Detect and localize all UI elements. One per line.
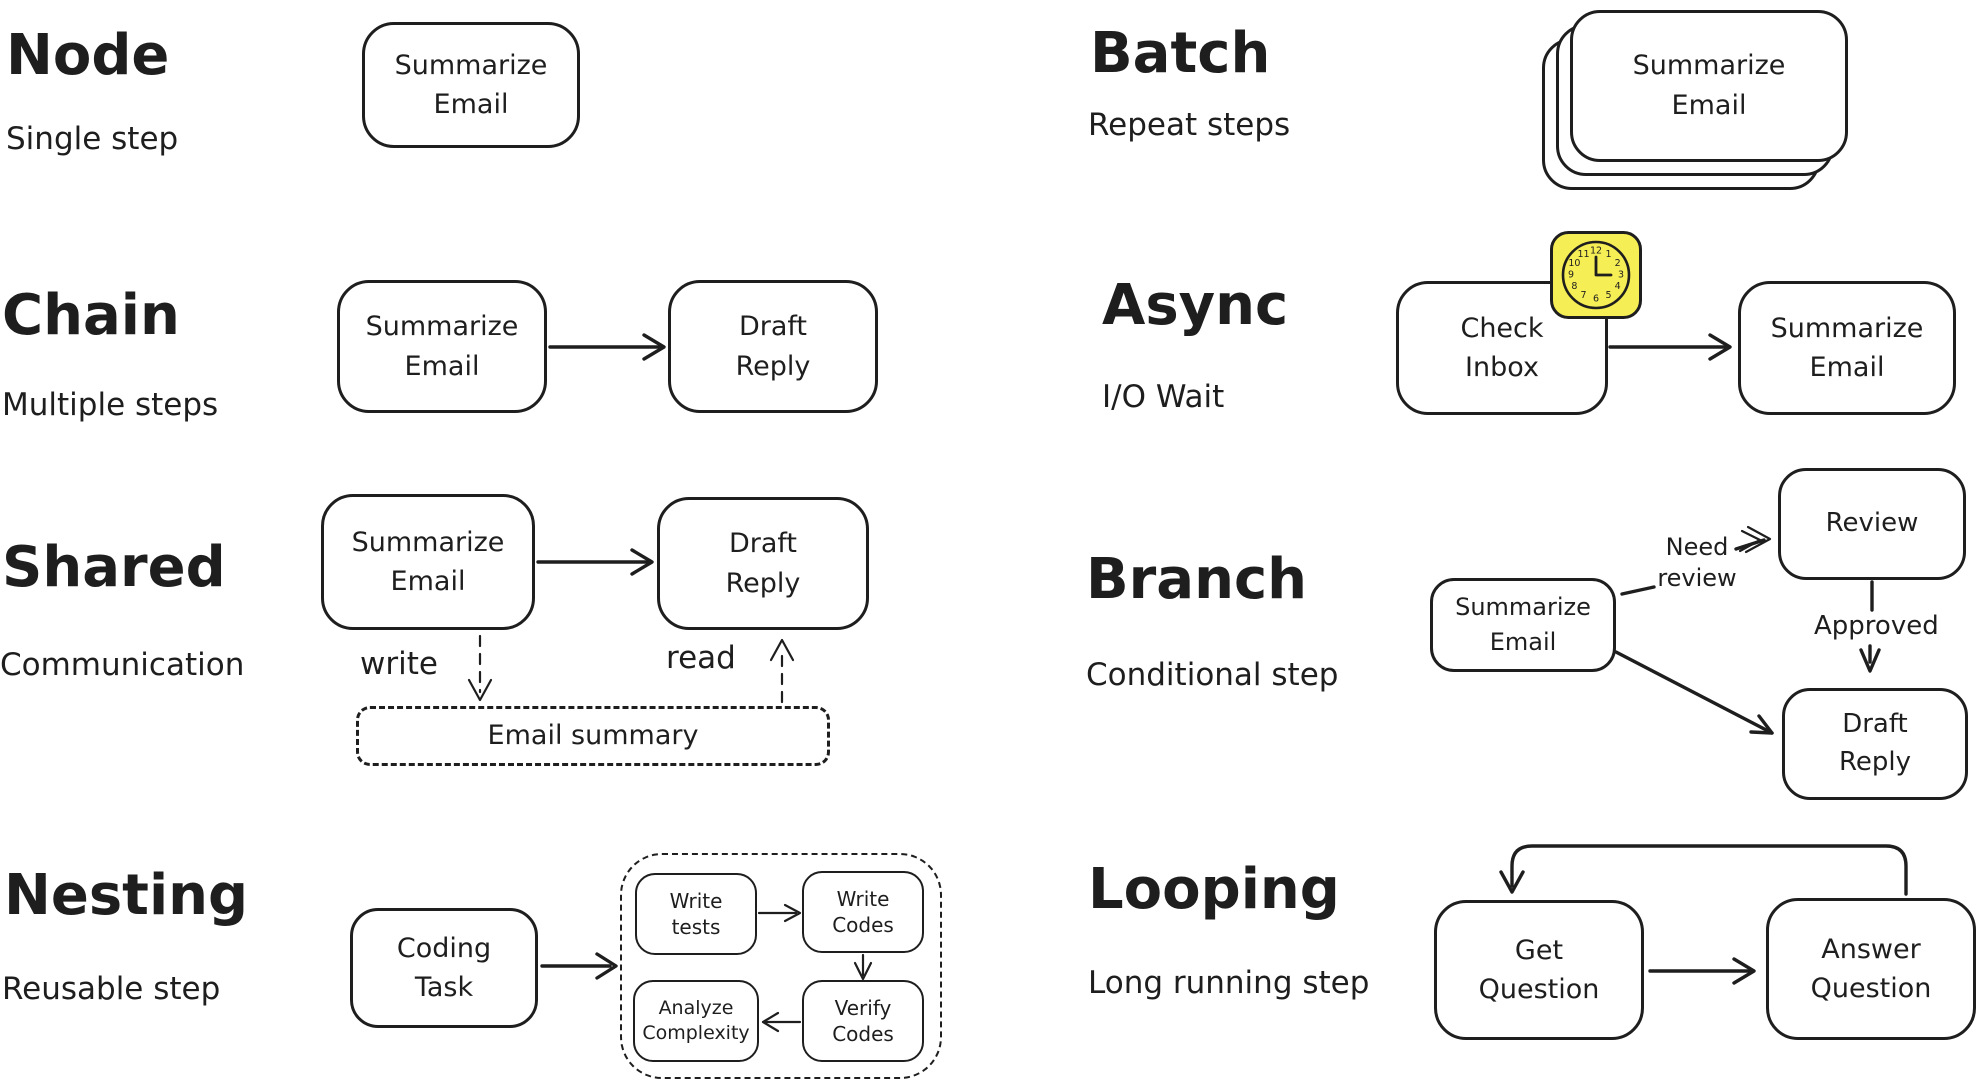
clock-number-2: 2 [1615, 258, 1621, 269]
branch-approved-arrowhead [1859, 644, 1881, 673]
clock-number-7: 7 [1580, 290, 1586, 301]
branch-need-review-label: Need review [1657, 533, 1737, 593]
clock-number-10: 10 [1568, 258, 1580, 269]
clock-number-11: 11 [1577, 249, 1589, 260]
async-box-summarize-email: Summarize Email [1738, 281, 1956, 415]
nesting-arrowhead [595, 952, 618, 980]
section-title-shared: Shared [2, 535, 226, 600]
shared-box-summarize-email: Summarize Email [321, 494, 535, 630]
looping-box-get-question: Get Question [1434, 900, 1644, 1040]
section-title-chain: Chain [2, 283, 180, 348]
nesting-box-verify-codes: Verify Codes [802, 980, 924, 1062]
branch-need-review-tail [1620, 585, 1656, 596]
shared-write-arrowhead [467, 678, 493, 702]
branch-direct-arrowhead [1749, 714, 1774, 735]
section-title-batch: Batch [1090, 21, 1271, 86]
clock-number-1: 1 [1605, 249, 1611, 260]
branch-box-draft-reply: Draft Reply [1782, 688, 1968, 800]
section-subtitle-looping: Long running step [1088, 965, 1370, 1001]
nesting-box-write-codes: Write Codes [802, 871, 924, 953]
section-subtitle-batch: Repeat steps [1088, 107, 1291, 143]
nesting-box-write-tests: Write tests [635, 873, 757, 955]
section-subtitle-shared: Communication [0, 647, 245, 683]
clock-number-5: 5 [1605, 290, 1611, 301]
clock-sticker-icon: 12 1 2 3 4 5 6 7 8 9 10 11 [1550, 231, 1642, 319]
section-title-looping: Looping [1088, 857, 1340, 922]
async-arrowhead [1708, 333, 1732, 361]
branch-box-summarize-email: Summarize Email [1430, 578, 1616, 672]
clock-number-9: 9 [1568, 270, 1574, 281]
clock-number-8: 8 [1571, 281, 1577, 292]
nesting-dashed-container [620, 853, 942, 1079]
looping-box-answer-question: Answer Question [1766, 898, 1976, 1040]
section-subtitle-node: Single step [6, 121, 179, 157]
chain-arrowhead [642, 333, 666, 361]
looping-arrowhead [1732, 957, 1756, 985]
shared-write-label: write [360, 646, 438, 682]
batch-card-front-summarize-email: Summarize Email [1570, 10, 1848, 162]
section-subtitle-branch: Conditional step [1086, 657, 1339, 693]
nesting-box-analyze-complexity: Analyze Complexity [633, 980, 759, 1062]
clock-number-6: 6 [1593, 294, 1599, 305]
section-subtitle-nesting: Reusable step [2, 971, 221, 1007]
section-title-async: Async [1102, 273, 1289, 338]
section-subtitle-async: I/O Wait [1102, 379, 1225, 415]
chain-box-summarize-email: Summarize Email [337, 280, 547, 413]
clock-hands [1594, 255, 1613, 277]
looping-loopback-arrow [1510, 844, 1908, 896]
branch-need-review-arrowhead [1738, 525, 1772, 554]
section-title-nesting: Nesting [4, 863, 249, 928]
shared-box-draft-reply: Draft Reply [657, 497, 869, 630]
branch-box-review: Review [1778, 468, 1966, 580]
clock-face [1561, 240, 1631, 310]
branch-approved-label: Approved [1814, 611, 1939, 641]
clock-number-4: 4 [1615, 281, 1621, 292]
looping-loopback-arrowhead [1499, 870, 1525, 894]
section-subtitle-chain: Multiple steps [2, 387, 219, 423]
nesting-box-coding-task: Coding Task [350, 908, 538, 1028]
clock-number-12: 12 [1590, 246, 1602, 257]
shared-store-email-summary: Email summary [356, 706, 830, 766]
shared-read-label: read [666, 640, 736, 676]
shared-arrowhead [630, 548, 654, 576]
clock-hour-numbers: 12 1 2 3 4 5 6 7 8 9 10 11 [1568, 246, 1624, 305]
section-title-node: Node [6, 23, 170, 88]
branch-direct-arrow [1614, 650, 1774, 735]
clock-number-3: 3 [1618, 270, 1624, 281]
section-title-branch: Branch [1086, 547, 1308, 612]
chain-box-draft-reply: Draft Reply [668, 280, 878, 413]
node-box-summarize-email: Summarize Email [362, 22, 580, 148]
shared-read-arrowhead [769, 638, 795, 662]
